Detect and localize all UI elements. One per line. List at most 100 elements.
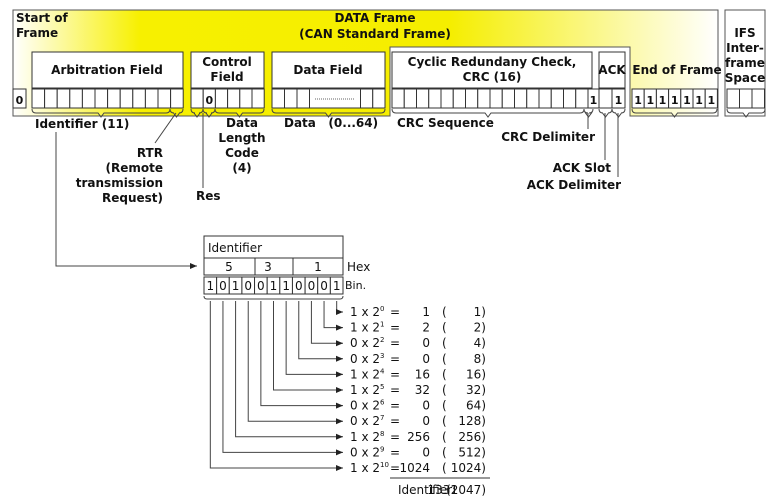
calc-equals: = (390, 367, 400, 381)
control-bit (214, 88, 229, 109)
calc-exponent: 7 (380, 414, 384, 422)
calc-term: 0 x 29 (350, 445, 384, 459)
ack-slot-bit (598, 88, 613, 109)
arbitration-bit (119, 88, 134, 109)
crc-field-label-2: CRC (16) (463, 70, 522, 84)
calc-term: 0 x 27 (350, 414, 384, 428)
calc-paren-open: ( (442, 430, 447, 444)
eof-bit-value: 1 (695, 94, 703, 107)
rtr-brace (169, 108, 184, 118)
crc-bit (403, 88, 417, 109)
calc-equals: = (390, 445, 400, 459)
crc-bit (575, 88, 589, 109)
total-max: (2047) (446, 483, 486, 497)
identifier-annotation: Identifier (11) (35, 117, 129, 131)
calc-exponent: 10 (380, 461, 389, 469)
crc-bit (501, 88, 515, 109)
crc-sequence-brace (391, 108, 585, 118)
calc-term: 1 x 21 (350, 321, 384, 335)
crc-bit (391, 88, 405, 109)
calc-max-value: 32) (466, 383, 486, 397)
start-of-frame-label-2: Frame (16, 26, 58, 40)
identifier-box-title: Identifier (208, 241, 262, 255)
calc-equals: = (390, 399, 400, 413)
calc-value: 0 (422, 399, 430, 413)
calc-value: 16 (415, 367, 430, 381)
arbitration-bit (56, 88, 71, 109)
calc-value: 0 (422, 445, 430, 459)
calc-exponent: 1 (380, 321, 384, 329)
arbitration-bit (144, 88, 159, 109)
data-field-box (271, 51, 386, 89)
data-bit (372, 88, 386, 109)
hex-digit-2: 3 (264, 260, 272, 274)
identifier-bin-bit-value: 1 (232, 279, 240, 293)
crc-bit (526, 88, 540, 109)
calc-paren-open: ( (442, 367, 447, 381)
calc-max-value: 512) (458, 445, 486, 459)
calc-max-value: 16) (466, 367, 486, 381)
rtr-annotation-3: transmission (76, 176, 163, 190)
ack-delimiter-annotation: ACK Delimiter (527, 178, 621, 192)
arbitration-bit (31, 88, 46, 109)
eof-bit-value: 1 (671, 94, 679, 107)
calc-equals: = (390, 352, 400, 366)
arbitration-bit (132, 88, 146, 109)
calc-term: 1 x 28 (350, 430, 384, 444)
crc-bit (538, 88, 552, 109)
calc-term: 0 x 26 (350, 399, 385, 413)
bit-weight-arrow (323, 301, 343, 331)
res-annotation: Res (196, 189, 221, 203)
control-field-box (190, 51, 265, 89)
crc-field-label: Cyclic Redundany Check, (408, 55, 577, 69)
identifier-bin-bit-value: 0 (219, 279, 227, 293)
calc-term: 0 x 22 (350, 336, 384, 350)
frame-title: DATA Frame (334, 11, 415, 25)
identifier-bin-bit-value: 1 (282, 279, 290, 293)
ifs-bit (739, 88, 753, 109)
bit-weight-arrow (298, 301, 343, 362)
calc-exponent: 8 (380, 430, 384, 438)
calc-exponent: 6 (380, 399, 385, 407)
arbitration-field-label: Arbitration Field (51, 63, 163, 77)
calc-paren-open: ( (442, 445, 447, 459)
control-bit-value: 0 (205, 94, 213, 107)
calc-exponent: 4 (380, 367, 385, 375)
rtr-annotation-4: Request) (102, 191, 163, 205)
identifier-bin-bit-value: 0 (244, 279, 252, 293)
ack-field-label: ACK (598, 63, 626, 77)
data-bit (284, 88, 298, 109)
calc-term: 0 x 23 (350, 352, 384, 366)
calc-exponent: 9 (380, 445, 384, 453)
calc-value: 1 (422, 305, 430, 319)
res-brace (202, 108, 216, 118)
identifier-bin-bit-value: 0 (308, 279, 316, 293)
eof-bit-value: 1 (707, 94, 715, 107)
bit-weight-arrow (273, 301, 343, 393)
rtr-leader (154, 112, 177, 144)
ack-delimiter-bit (611, 88, 626, 109)
bit-weight-arrow (247, 301, 343, 425)
crc-bit (452, 88, 466, 109)
dlc-annotation-2: Length (218, 131, 265, 145)
calc-value: 1024 (399, 461, 430, 475)
calc-equals: = (390, 430, 400, 444)
calc-max-value: 4) (474, 336, 486, 350)
control-bit (239, 88, 253, 109)
eof-bit-value: 1 (634, 94, 642, 107)
crc-bit (440, 88, 454, 109)
bit-weight-arrow (209, 301, 343, 471)
control-field-label: Control (202, 55, 252, 69)
crc-field-box (391, 51, 593, 89)
calc-paren-open: ( (442, 461, 447, 475)
bit-weight-arrow (285, 301, 343, 378)
control-field-label-2: Field (210, 70, 243, 84)
calc-max-value: 1024) (451, 461, 486, 475)
ifs-bit (726, 88, 740, 109)
data-bit (360, 88, 374, 109)
dlc-brace (214, 108, 265, 118)
calc-paren-open: ( (442, 414, 447, 428)
identifier-brace (31, 108, 171, 118)
dlc-annotation-4: (4) (232, 161, 251, 175)
